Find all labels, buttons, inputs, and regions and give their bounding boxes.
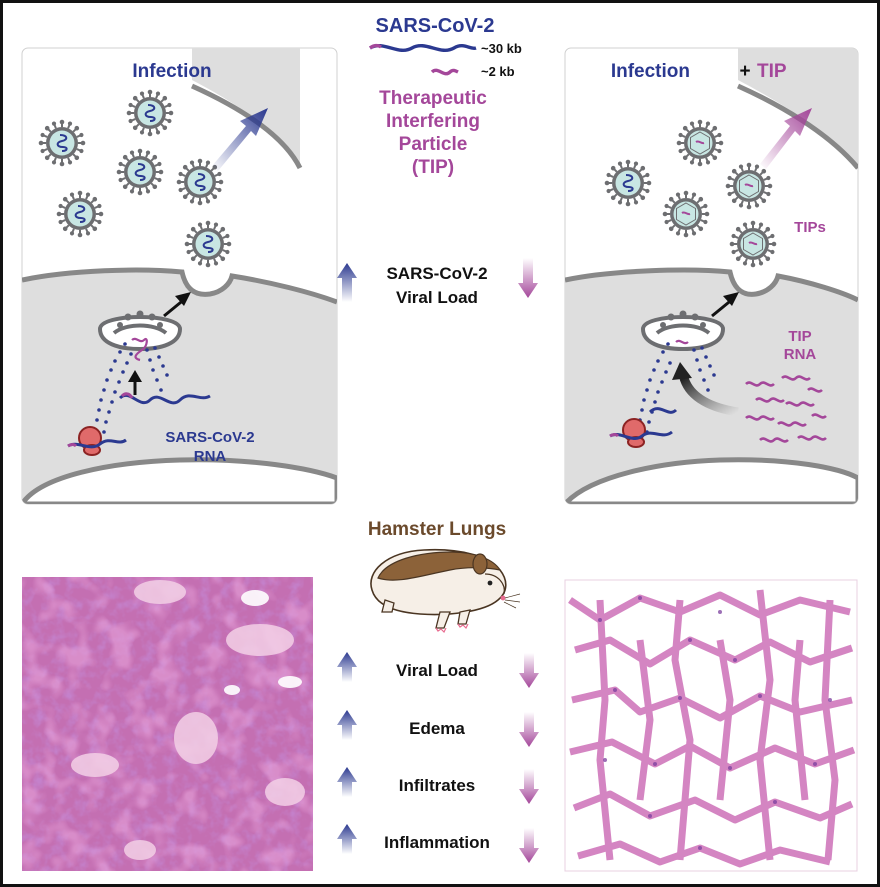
decrease-arrow-icon (519, 712, 539, 747)
tip-particle-icon (726, 163, 773, 210)
viral-load-label-line2: Viral Load (396, 288, 478, 307)
lung-metrics: Viral Load Edema Infiltrates Inflammatio… (337, 652, 539, 863)
right-panel-heading-plus: + (739, 61, 750, 82)
tip-rna-strands (745, 375, 827, 443)
viral-rna-label-line1: SARS-CoV-2 (165, 429, 254, 446)
tip-rna-label-line2: RNA (784, 346, 817, 363)
tip-particle-icon (730, 221, 777, 268)
viral-rna-label-line2: RNA (194, 448, 227, 465)
tips-label: TIPs (794, 219, 826, 236)
short-rna-size: ~2 kb (481, 64, 515, 79)
center-legend: SARS-CoV-2 ~30 kb ~2 kb Therapeutic Inte… (368, 15, 522, 178)
center-viral-load: SARS-CoV-2 Viral Load (337, 258, 538, 307)
legend-title: SARS-CoV-2 (376, 15, 495, 37)
virus-particle-icon (605, 160, 652, 207)
metric-label: Inflammation (384, 833, 490, 852)
decrease-arrow-icon (518, 258, 538, 298)
viral-rna-strand (118, 394, 211, 405)
metric-label: Edema (409, 719, 465, 738)
increase-arrow-icon (337, 767, 357, 797)
decrease-arrow-icon (519, 828, 539, 863)
virus-egress-arrow-icon (212, 108, 268, 171)
tip-egress-arrow-icon (760, 108, 812, 169)
tip-name-line2: Interfering (386, 111, 480, 132)
virus-particle-icon (127, 90, 174, 137)
viral-load-label-line1: SARS-CoV-2 (386, 264, 487, 283)
tip-name-line3: Particle (399, 134, 468, 155)
metric-row: Edema (337, 710, 539, 747)
tip-rna-label-line1: TIP (788, 328, 811, 345)
metric-label: Viral Load (396, 661, 478, 680)
increase-arrow-icon (337, 710, 357, 740)
tip-name-line1: Therapeutic (379, 88, 487, 109)
increase-arrow-icon (337, 263, 357, 302)
packaged-rna-icon (131, 337, 148, 362)
virus-particle-icon (117, 149, 164, 196)
tip-particle-icon (677, 120, 724, 167)
virus-particle-icon (39, 120, 86, 167)
competition-arrow-icon (672, 362, 692, 380)
cell-membrane (565, 267, 858, 303)
metric-row: Infiltrates (337, 767, 539, 804)
decrease-arrow-icon (519, 769, 539, 804)
short-rna-icon (430, 68, 459, 76)
tip-particle-icon (663, 191, 710, 238)
decrease-arrow-icon (519, 653, 539, 688)
long-rna-size: ~30 kb (481, 41, 522, 56)
left-cell-panel: Infection SARS-CoV-2 RNA (21, 47, 338, 505)
left-panel-heading: Infection (132, 61, 211, 82)
viral-rna-strand (648, 407, 678, 414)
virus-particle-icon (185, 221, 232, 268)
tip-name-line4: (TIP) (412, 157, 454, 178)
cell-membrane (22, 267, 337, 305)
right-panel-heading-tip: TIP (757, 61, 787, 82)
increase-arrow-icon (337, 824, 357, 854)
virus-particle-icon (57, 191, 104, 238)
metric-row: Inflammation (337, 824, 539, 863)
assembly-arrow-icon (128, 370, 142, 382)
metric-row: Viral Load (337, 652, 539, 688)
tip-treated-lung-histology-image (564, 579, 858, 872)
hamster-lungs-label: Hamster Lungs (368, 519, 506, 540)
increase-arrow-icon (337, 652, 357, 682)
long-rna-icon (369, 44, 477, 52)
packaged-tip-rna-icon (675, 339, 689, 345)
hamster-icon: Hamster Lungs (368, 519, 521, 634)
budding-arrow-icon (723, 292, 739, 306)
metric-label: Infiltrates (399, 776, 476, 795)
right-cell-panel: Infection + TIP TIPs TIP RNA (564, 47, 859, 505)
budding-arrow-icon (175, 292, 191, 306)
right-panel-heading-infection: Infection (611, 61, 690, 82)
infected-lung-histology-image (22, 577, 313, 871)
